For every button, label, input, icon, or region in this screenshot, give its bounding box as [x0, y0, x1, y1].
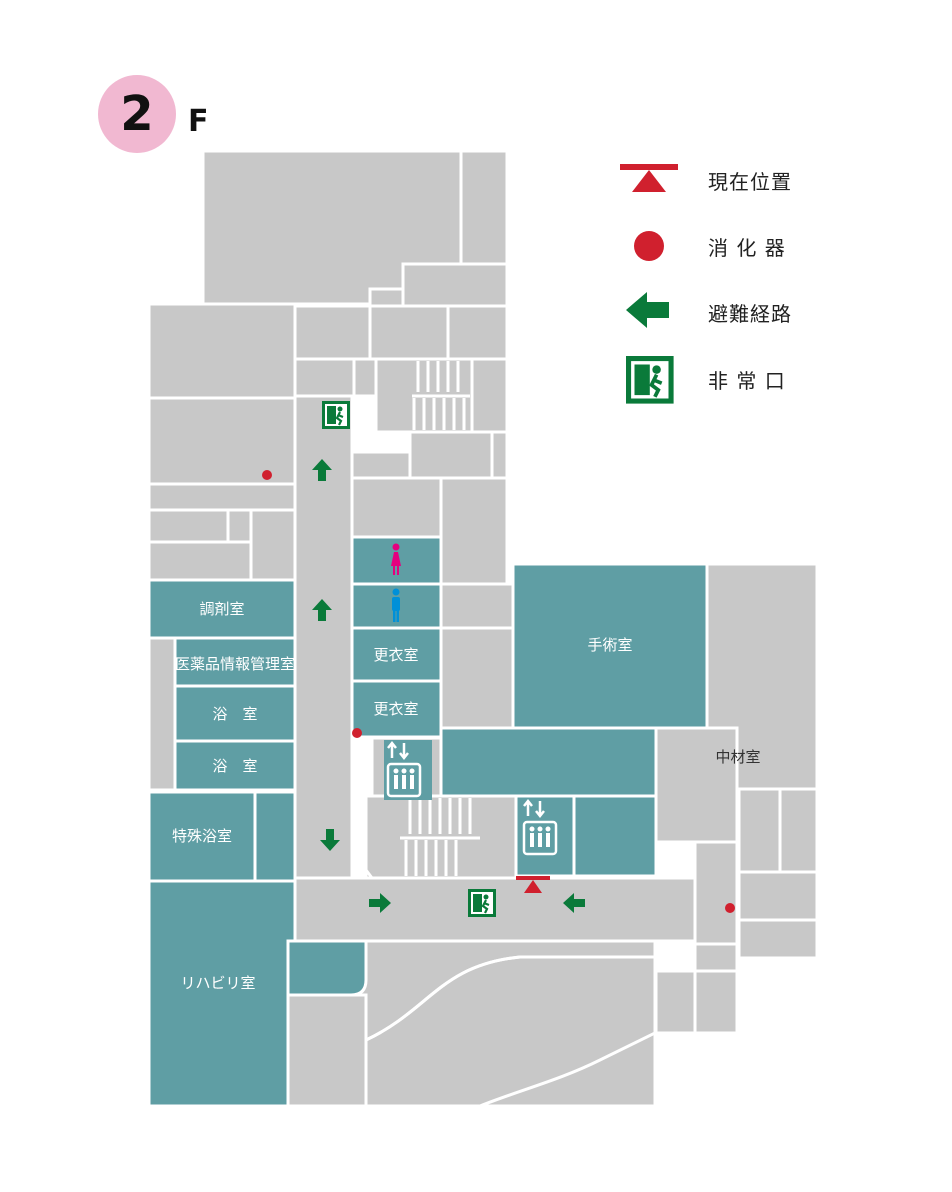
label-koui1: 更衣室 — [373, 646, 418, 664]
label-iyaku: 医薬品情報管理室 — [175, 655, 295, 673]
room-yoku2 — [173, 739, 297, 792]
floor-badge — [98, 75, 176, 153]
floor-unit: F — [188, 104, 209, 139]
room-koui1 — [350, 626, 443, 683]
elevator-icon — [518, 796, 570, 860]
legend-route-icon — [626, 292, 669, 328]
label-yoku2: 浴 室 — [212, 757, 257, 775]
rooms-teal — [147, 535, 709, 1108]
emergency-exit-icon — [320, 399, 352, 431]
label-tokushu: 特殊浴室 — [172, 827, 232, 845]
extinguisher-icon — [262, 470, 735, 913]
legend-extinguisher-icon — [634, 231, 664, 261]
room-riha — [147, 879, 297, 1108]
label-yoku1: 浴 室 — [212, 705, 257, 723]
floor-number: 2 — [120, 86, 154, 142]
elevator-icon — [382, 738, 434, 802]
male-toilet-icon — [392, 588, 400, 622]
room-tokushu — [147, 790, 257, 883]
stairs-north — [374, 357, 474, 434]
label-chuzai: 中材室 — [715, 748, 760, 766]
room-koui2 — [350, 679, 443, 739]
label-chozai: 調剤室 — [199, 600, 244, 618]
emergency-exit-icon — [466, 887, 498, 919]
legend-exit-icon — [624, 354, 676, 406]
label-shujutsu: 手術室 — [587, 636, 632, 654]
room-chozai — [147, 578, 297, 640]
legend-exit-label: 非 常 口 — [708, 369, 786, 393]
female-toilet-icon — [391, 543, 401, 575]
room-yoku1 — [173, 684, 297, 743]
room-iyaku — [173, 636, 297, 688]
legend-current-icon — [620, 164, 678, 192]
label-koui2: 更衣室 — [373, 700, 418, 718]
legend-extinguisher-label: 消 化 器 — [708, 236, 786, 260]
current-position-icon — [516, 876, 550, 893]
legend-current-label: 現在位置 — [708, 170, 792, 194]
label-riha: リハビリ室 — [180, 974, 255, 992]
stairs-center — [400, 798, 480, 876]
legend-route-label: 避難経路 — [708, 302, 792, 326]
room-shujutsu — [511, 562, 709, 730]
